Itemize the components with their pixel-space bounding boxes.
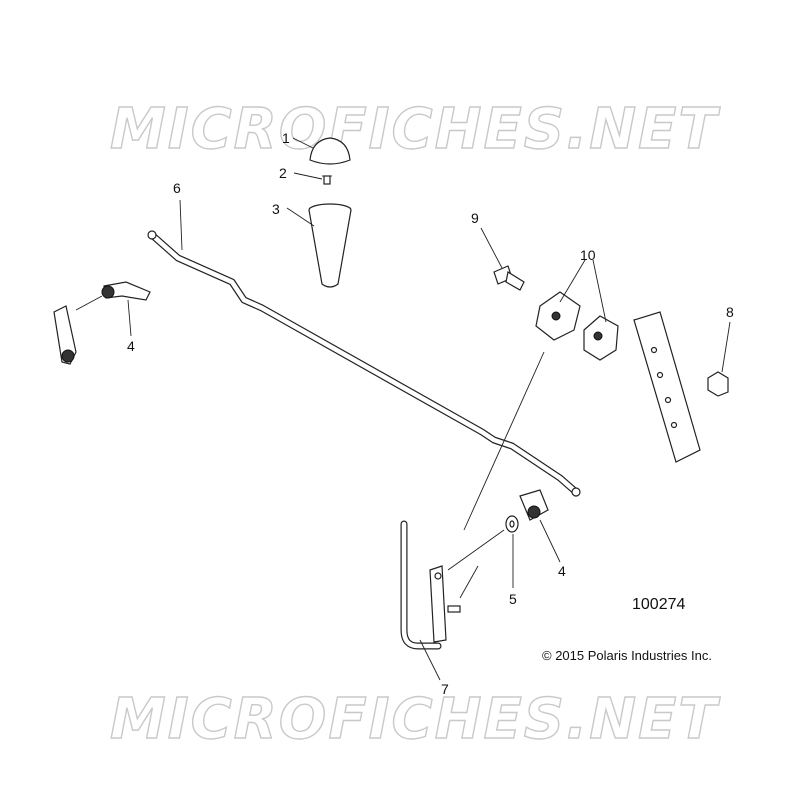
part-6-shift-rod [147,230,581,497]
part-1-knob-cap [309,137,351,165]
part-4-clip-right [519,489,549,521]
part-8-nut-and-bracket [633,311,729,463]
callout-4-right: 4 [558,563,566,579]
part-5-washer [505,515,519,533]
callout-9: 9 [471,210,479,226]
part-7-shift-lever [400,520,461,650]
part-3-handle [308,203,352,288]
callout-5: 5 [509,591,517,607]
callout-4-left: 4 [127,338,135,354]
callout-7: 7 [441,681,449,697]
callout-8: 8 [726,304,734,320]
copyright-notice: © 2015 Polaris Industries Inc. [542,648,712,663]
callout-6: 6 [173,180,181,196]
part-2-screw [322,175,332,185]
callout-3: 3 [272,201,280,217]
figure-number: 100274 [632,596,685,613]
callout-1: 1 [282,130,290,146]
part-9-bolt [493,265,525,291]
watermark-top: MICROFICHES.NET [110,97,720,162]
part-4-clip-left [53,281,151,365]
callout-10: 10 [580,247,596,263]
watermark-bottom: MICROFICHES.NET [110,687,720,752]
callout-2: 2 [279,165,287,181]
part-10-bushings [535,291,619,361]
